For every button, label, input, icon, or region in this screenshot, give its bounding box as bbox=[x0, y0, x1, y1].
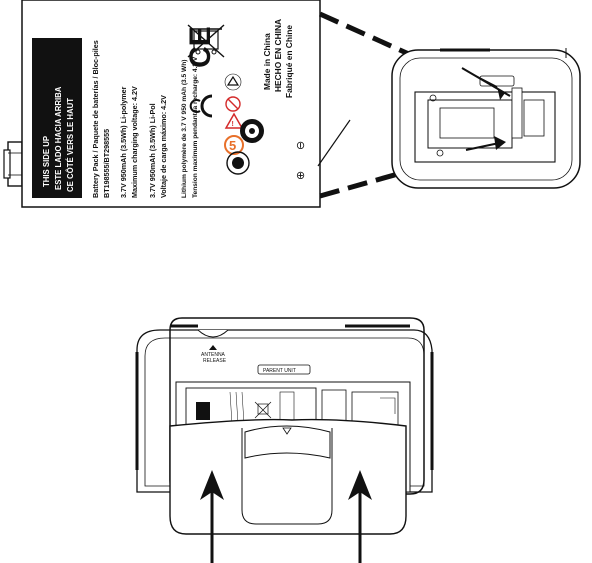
plus-terminal: ⊕ bbox=[295, 171, 307, 180]
banner-line-2: ESTE LADO HACIA ARRIBA bbox=[54, 86, 63, 190]
origin-line-1: Made in China bbox=[262, 33, 272, 90]
parent-unit-label: PARENT UNIT bbox=[263, 368, 296, 374]
antenna-label-2: RELEASE bbox=[203, 358, 227, 364]
battery-pack-label: THIS SIDE UP ESTE LADO HACIA ARRIBA CE C… bbox=[3, 0, 321, 208]
spec-en-2: Maximum charging voltage: 4.2V bbox=[130, 86, 139, 198]
battery-cover bbox=[169, 418, 407, 535]
banner-line-3: CE CÔTÉ VERS LE HAUT bbox=[66, 98, 75, 192]
spec-fr-1: Lithium polymère de 3.7 V 950 mAh (3.5 W… bbox=[181, 59, 188, 198]
battery-seal-icon bbox=[226, 119, 264, 175]
origin-line-2: HECHO EN CHINA bbox=[273, 19, 283, 92]
spec-fr-2: Tension maximum pendant la recharge: 4.2… bbox=[192, 56, 199, 198]
recycle-number: 5 bbox=[229, 138, 236, 153]
crossed-bin-icon bbox=[187, 24, 225, 58]
push-up-arrows bbox=[200, 470, 372, 563]
svg-text:!: ! bbox=[232, 121, 234, 128]
spec-en-1: 3.7V 950mAh (3.5Wh) Li-polymer bbox=[119, 86, 128, 198]
antenna-label-1: ANTENNA bbox=[201, 352, 226, 358]
spec-es-2: Voltaje de carga máximo: 4.2V bbox=[159, 95, 168, 198]
battery-connector bbox=[3, 141, 23, 187]
minus-terminal: ⊖ bbox=[295, 141, 307, 150]
mini-bin-icon bbox=[254, 401, 272, 419]
parent-unit-back-small bbox=[391, 48, 581, 189]
spec-es-1: 3.7V 950mAh (3.5Wh) Li-Pol bbox=[148, 103, 157, 198]
no-fire-icon bbox=[225, 96, 241, 112]
banner-line-1: THIS SIDE UP bbox=[42, 136, 51, 187]
origin-line-3: Fabriqué en Chine bbox=[284, 25, 294, 98]
compliance-mark-icon bbox=[189, 94, 213, 118]
recycle-icon bbox=[224, 73, 242, 91]
ce-mark: CE bbox=[184, 26, 217, 68]
model-line-1: Battery Pack / Paquete de baterías / Blo… bbox=[91, 40, 100, 198]
recycle-number-icon: 5 bbox=[224, 135, 244, 155]
this-side-up-banner bbox=[32, 38, 82, 198]
model-line-2: BT198555/BT298555 bbox=[102, 129, 111, 198]
warning-triangle-icon: ! bbox=[224, 112, 244, 129]
